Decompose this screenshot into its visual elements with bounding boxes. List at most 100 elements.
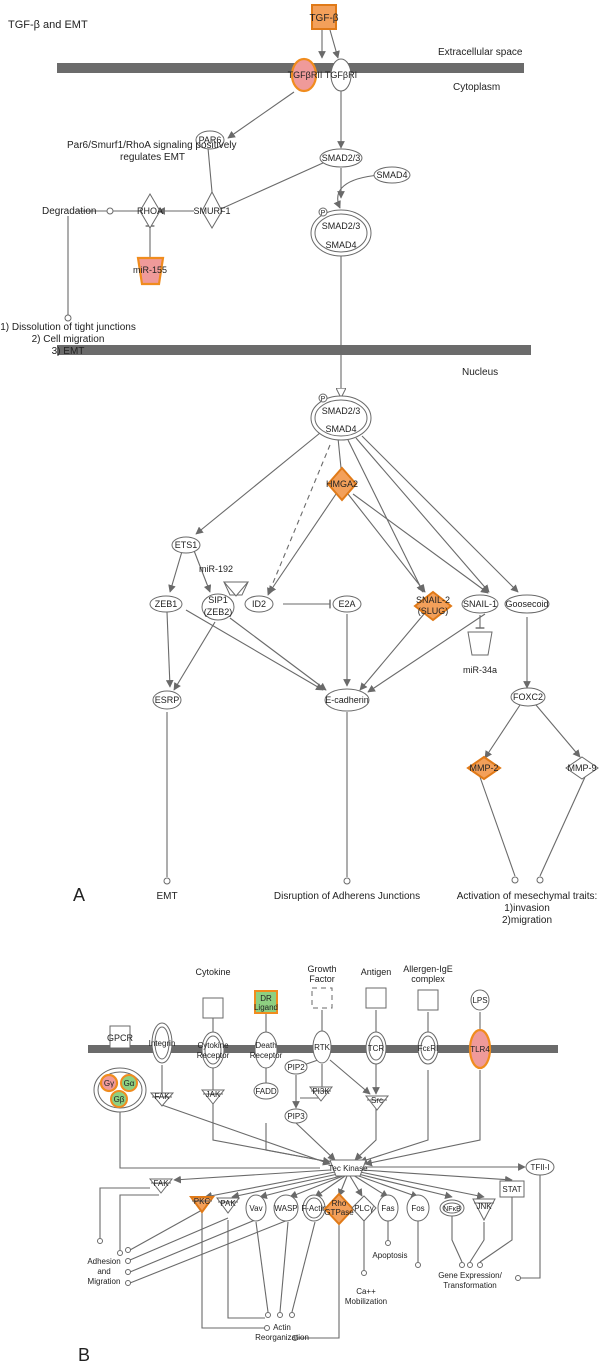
foxc2-node[interactable]: FOXC2 <box>510 687 546 707</box>
hmga2-node[interactable]: HMGA2 <box>326 466 358 502</box>
smad4-node[interactable]: SMAD4 <box>373 166 411 184</box>
fos-node[interactable]: Fos <box>406 1194 430 1222</box>
panel-a: TGF-β and EMT Extracellular space Cytopl… <box>0 4 599 926</box>
tfii-node[interactable]: TFII-I <box>525 1158 555 1176</box>
mir192-node[interactable]: miR-192 <box>199 564 250 597</box>
g-protein-complex[interactable]: Gγ Gα Gβ <box>93 1067 147 1113</box>
svg-text:FcεRI: FcεRI <box>418 1044 438 1053</box>
pip3-node[interactable]: PIP3 <box>284 1108 308 1124</box>
pip2-node[interactable]: PIP2 <box>284 1059 308 1075</box>
allergen-node[interactable]: Allergen-IgE complex <box>403 964 453 1011</box>
sip1-node[interactable]: SIP1 (ZEB2) <box>201 593 235 621</box>
mmp9-node[interactable]: MMP-9 <box>565 756 599 780</box>
fas-node[interactable]: Fas <box>377 1194 399 1222</box>
degradation-node[interactable]: Degradation <box>42 206 114 217</box>
mmp2-node[interactable]: MMP-2 <box>466 755 502 781</box>
mesenchymal-label: Activation of mesechymal traits:1)invasi… <box>457 891 598 926</box>
svg-text:Receptor: Receptor <box>250 1051 283 1060</box>
src-node[interactable]: Src <box>364 1095 390 1111</box>
mir34a-node[interactable]: miR-34a <box>463 631 497 675</box>
dr-ligand-node[interactable]: DR Ligand <box>254 990 278 1014</box>
degradation-end <box>64 314 72 322</box>
svg-text:STAT: STAT <box>502 1185 521 1194</box>
wasp-node[interactable]: WASP <box>273 1194 299 1222</box>
svg-text:MMP-9: MMP-9 <box>568 763 597 773</box>
goosecoid-node[interactable]: Goosecoid <box>504 594 550 614</box>
nfkb-node[interactable]: NFκB <box>439 1199 465 1217</box>
region-extracellular: Extracellular space <box>438 47 523 58</box>
tcr-node[interactable]: TCR <box>365 1031 387 1065</box>
smurf1-node[interactable]: SMURF1 <box>193 190 231 229</box>
svg-text:Ligand: Ligand <box>254 1003 278 1012</box>
svg-text:ZEB1: ZEB1 <box>155 599 178 609</box>
tec-kinase-node[interactable]: Tec Kinase <box>328 1159 368 1177</box>
tgfbr1-node[interactable]: TGFβRI <box>325 58 357 92</box>
pak-node[interactable]: PAK <box>216 1197 240 1214</box>
rtk-node[interactable]: RTK <box>312 1030 332 1064</box>
region-nucleus: Nucleus <box>462 367 498 378</box>
gpcr-node[interactable]: GPCR <box>107 1025 134 1049</box>
actin-endpoints <box>264 1312 298 1341</box>
svg-text:Factor: Factor <box>309 974 335 984</box>
ets1-node[interactable]: ETS1 <box>171 536 201 554</box>
svg-text:SMAD2/3: SMAD2/3 <box>322 153 361 163</box>
plcg-node[interactable]: PLCγ <box>351 1195 377 1222</box>
jak-node[interactable]: JAK <box>200 1089 226 1105</box>
ca-endpoint <box>361 1270 367 1276</box>
panel-a-letter: A <box>73 885 85 905</box>
adhesion-endpoints <box>97 1238 131 1286</box>
cytokine-receptor-node[interactable]: Cytokine Receptor <box>197 1031 230 1069</box>
snail1-node[interactable]: SNAIL-1 <box>461 594 499 614</box>
svg-text:Goosecoid: Goosecoid <box>505 599 548 609</box>
snail2-node[interactable]: SNAIL-2 (SLUG) <box>413 590 453 622</box>
rhoa-node[interactable]: RHOA <box>137 193 163 229</box>
stat-node[interactable]: STAT <box>499 1180 525 1198</box>
esrp-node[interactable]: ESRP <box>152 690 182 710</box>
svg-text:GPCR: GPCR <box>107 1033 134 1043</box>
apoptosis-endpoint <box>385 1240 391 1246</box>
fcer1-node[interactable]: FcεRI <box>417 1031 439 1065</box>
fak-low-node[interactable]: FAK <box>148 1178 174 1194</box>
svg-text:SMAD2/3: SMAD2/3 <box>322 221 361 231</box>
smad23-node[interactable]: SMAD2/3 <box>319 148 363 168</box>
fadd-node[interactable]: FADD <box>253 1082 279 1100</box>
antigen-node[interactable]: Antigen <box>361 967 392 1009</box>
svg-text:MMP-2: MMP-2 <box>470 763 499 773</box>
smad-complex-nucleus[interactable]: P SMAD2/3 SMAD4 <box>310 393 372 441</box>
id2-node[interactable]: ID2 <box>244 595 274 613</box>
svg-text:SMAD4: SMAD4 <box>325 240 356 250</box>
smad-complex-cytoplasm[interactable]: P SMAD2/3 SMAD4 <box>310 207 372 257</box>
zeb1-node[interactable]: ZEB1 <box>149 595 183 613</box>
svg-text:miR-34a: miR-34a <box>463 665 497 675</box>
jnk-node[interactable]: JNK <box>472 1198 496 1222</box>
svg-text:SMAD2/3: SMAD2/3 <box>322 406 361 416</box>
svg-text:TGFβRI: TGFβRI <box>325 70 357 80</box>
pi3k-node[interactable]: PI3K <box>308 1086 334 1102</box>
panel-b: Cytokine DR Ligand Growth Factor Antigen… <box>78 964 558 1365</box>
mir155-node[interactable]: miR-155 <box>133 256 167 286</box>
svg-text:P: P <box>321 396 326 403</box>
svg-text:(ZEB2): (ZEB2) <box>204 607 233 617</box>
svg-text:Antigen: Antigen <box>361 967 392 977</box>
tlr4-node[interactable]: TLR4 <box>468 1028 492 1070</box>
pkc-node[interactable]: PKC <box>189 1196 215 1214</box>
factin-node[interactable]: F-Actin <box>301 1194 327 1222</box>
death-receptor-node[interactable]: Death Receptor <box>250 1031 283 1069</box>
fak-top-node[interactable]: FAK <box>149 1092 175 1107</box>
ecadherin-node[interactable]: E-cadherin <box>324 688 370 712</box>
svg-text:SNAIL-2: SNAIL-2 <box>416 595 450 605</box>
tgfb-node[interactable]: TGF-β <box>309 4 339 30</box>
e2a-node[interactable]: E2A <box>332 595 362 613</box>
integrin-node[interactable]: Integrin <box>149 1022 176 1064</box>
cytokine-node[interactable]: Cytokine <box>195 967 231 1019</box>
vav-node[interactable]: Vav <box>245 1194 267 1222</box>
par6-node[interactable]: PAR6 <box>195 130 225 150</box>
lps-node[interactable]: LPS <box>470 989 490 1011</box>
svg-text:GTPase: GTPase <box>324 1208 354 1217</box>
rho-gtpase-node[interactable]: Rho GTPase <box>323 1192 355 1226</box>
tgfbr2-node[interactable]: TGFβRII <box>288 57 323 93</box>
growth-factor-node[interactable]: Growth Factor <box>307 964 337 1009</box>
svg-text:Rho: Rho <box>332 1199 347 1208</box>
